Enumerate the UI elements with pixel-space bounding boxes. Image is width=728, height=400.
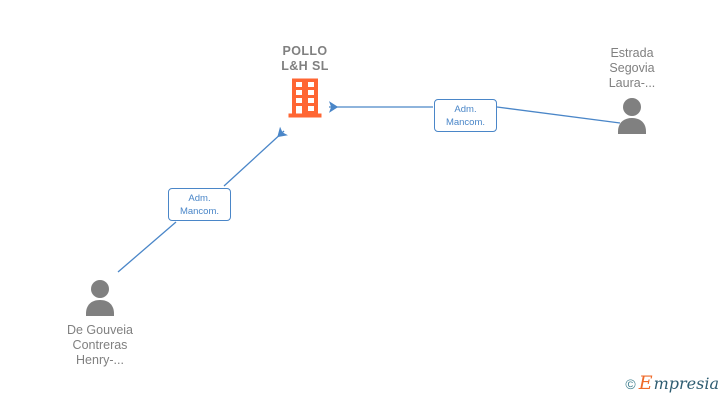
- copyright-icon: ©: [625, 375, 636, 392]
- person-node-right[interactable]: Estrada Segovia Laura-...: [562, 46, 702, 136]
- person-node-left[interactable]: De Gouveia Contreras Henry-...: [30, 278, 170, 368]
- person-right-label: Estrada Segovia Laura-...: [608, 46, 656, 90]
- company-icon-wrap: [240, 78, 370, 120]
- relation-label-right[interactable]: Adm. Mancom.: [434, 99, 497, 132]
- relation-label-left[interactable]: Adm. Mancom.: [168, 188, 231, 221]
- person-icon: [86, 280, 114, 316]
- person-right-icon-wrap: [562, 96, 702, 136]
- person-left-icon-wrap: [30, 278, 170, 318]
- watermark: © E mpresia: [625, 374, 719, 393]
- edge-person-right-to-company: [329, 101, 621, 124]
- building-icon: [288, 78, 322, 118]
- person-icon: [618, 98, 646, 134]
- watermark-brand-initial: E: [638, 372, 653, 394]
- person-left-label: De Gouveia Contreras Henry-...: [66, 323, 133, 367]
- edge-person-left-to-company: [117, 126, 288, 273]
- company-title: POLLO L&H SL: [281, 44, 329, 73]
- watermark-brand-rest: mpresia: [653, 373, 719, 393]
- company-node[interactable]: POLLO L&H SL: [240, 44, 370, 120]
